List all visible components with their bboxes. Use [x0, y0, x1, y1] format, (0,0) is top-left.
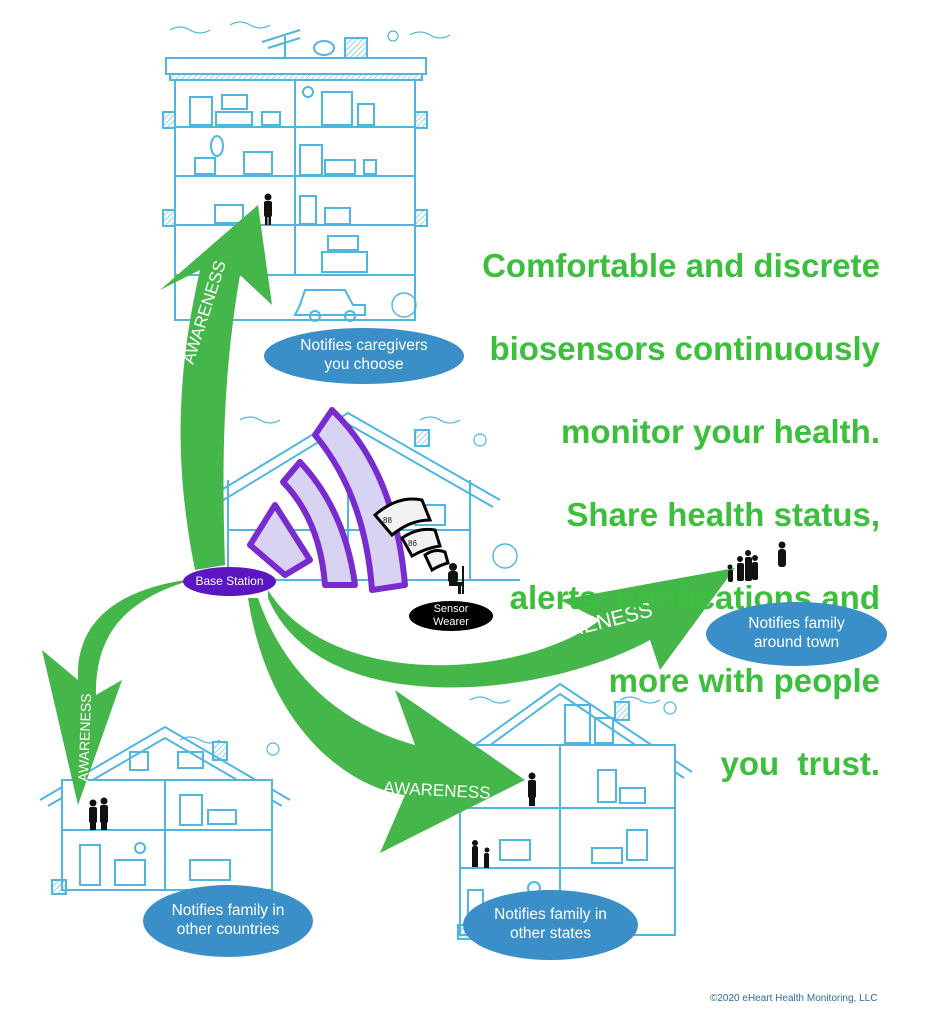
town-family-silhouettes-icon: [727, 541, 786, 582]
sun-icon: [387, 30, 399, 42]
notify-caregivers-line: you choose: [324, 356, 404, 373]
other-countries-house-illustration: [39, 725, 291, 895]
notify-countries-line: Notifies family in: [171, 902, 285, 920]
sensor-wearer-node: Sensor Wearer: [409, 601, 493, 631]
apartment-building-illustration: [162, 21, 451, 322]
family-silhouettes-icon: [472, 772, 536, 868]
awareness-arrows: [42, 205, 735, 853]
awareness-label-countries: AWARENESS: [75, 693, 94, 782]
headline-line: biosensors continuously: [489, 329, 880, 367]
notify-caregivers-line: Notifies caregivers: [300, 337, 428, 355]
notify-states-bubble: Notifies family in other states: [463, 890, 638, 960]
sensor-readings: 88 86: [383, 516, 417, 548]
sun-icon: [473, 433, 487, 447]
family-couple-silhouette-icon: [89, 797, 108, 830]
headline-text: Comfortable and discrete biosensors cont…: [360, 203, 880, 826]
caregiver-silhouette-icon: [264, 193, 272, 225]
notify-states-line: other states: [510, 925, 591, 942]
sensor-wearer-label: Wearer: [433, 616, 469, 628]
sensor-wearer-silhouette-icon: [448, 563, 464, 594]
awareness-arrow-countries: [42, 580, 185, 805]
headline-line: you trust.: [720, 744, 880, 782]
notify-caregivers-bubble: Notifies caregivers you choose: [264, 328, 464, 384]
awareness-arrow-town: [268, 568, 735, 688]
awareness-arrow-states: [248, 598, 525, 853]
sensor-wearer-label: Sensor: [433, 602, 469, 615]
notify-countries-line: other countries: [176, 921, 280, 938]
sun-icon: [266, 742, 280, 756]
copyright-notice: ©2020 eHeart Health Monitoring, LLC: [710, 993, 878, 1004]
headline-line: Share health status,: [566, 495, 880, 533]
notify-town-line: around town: [753, 634, 840, 651]
headline-line: more with people: [608, 661, 880, 699]
base-station-label: Base Station: [195, 574, 264, 589]
wireless-signal-icon: [247, 407, 408, 593]
heart-rate-reading: 88: [383, 516, 392, 525]
notify-states-line: Notifies family in: [494, 906, 607, 924]
headline-line: Comfortable and discrete: [482, 246, 880, 284]
sun-icon: [663, 701, 677, 715]
heart-rate-reading: 86: [408, 539, 417, 548]
sensor-signal-icon: [372, 497, 450, 573]
base-station-node: Base Station: [183, 567, 276, 596]
notify-town-bubble: Notifies family around town: [706, 602, 887, 666]
notify-town-line: Notifies family: [748, 615, 845, 633]
awareness-arrow-caregivers: [160, 205, 272, 570]
notify-countries-bubble: Notifies family in other countries: [143, 885, 313, 957]
headline-line: monitor your health.: [560, 412, 880, 450]
